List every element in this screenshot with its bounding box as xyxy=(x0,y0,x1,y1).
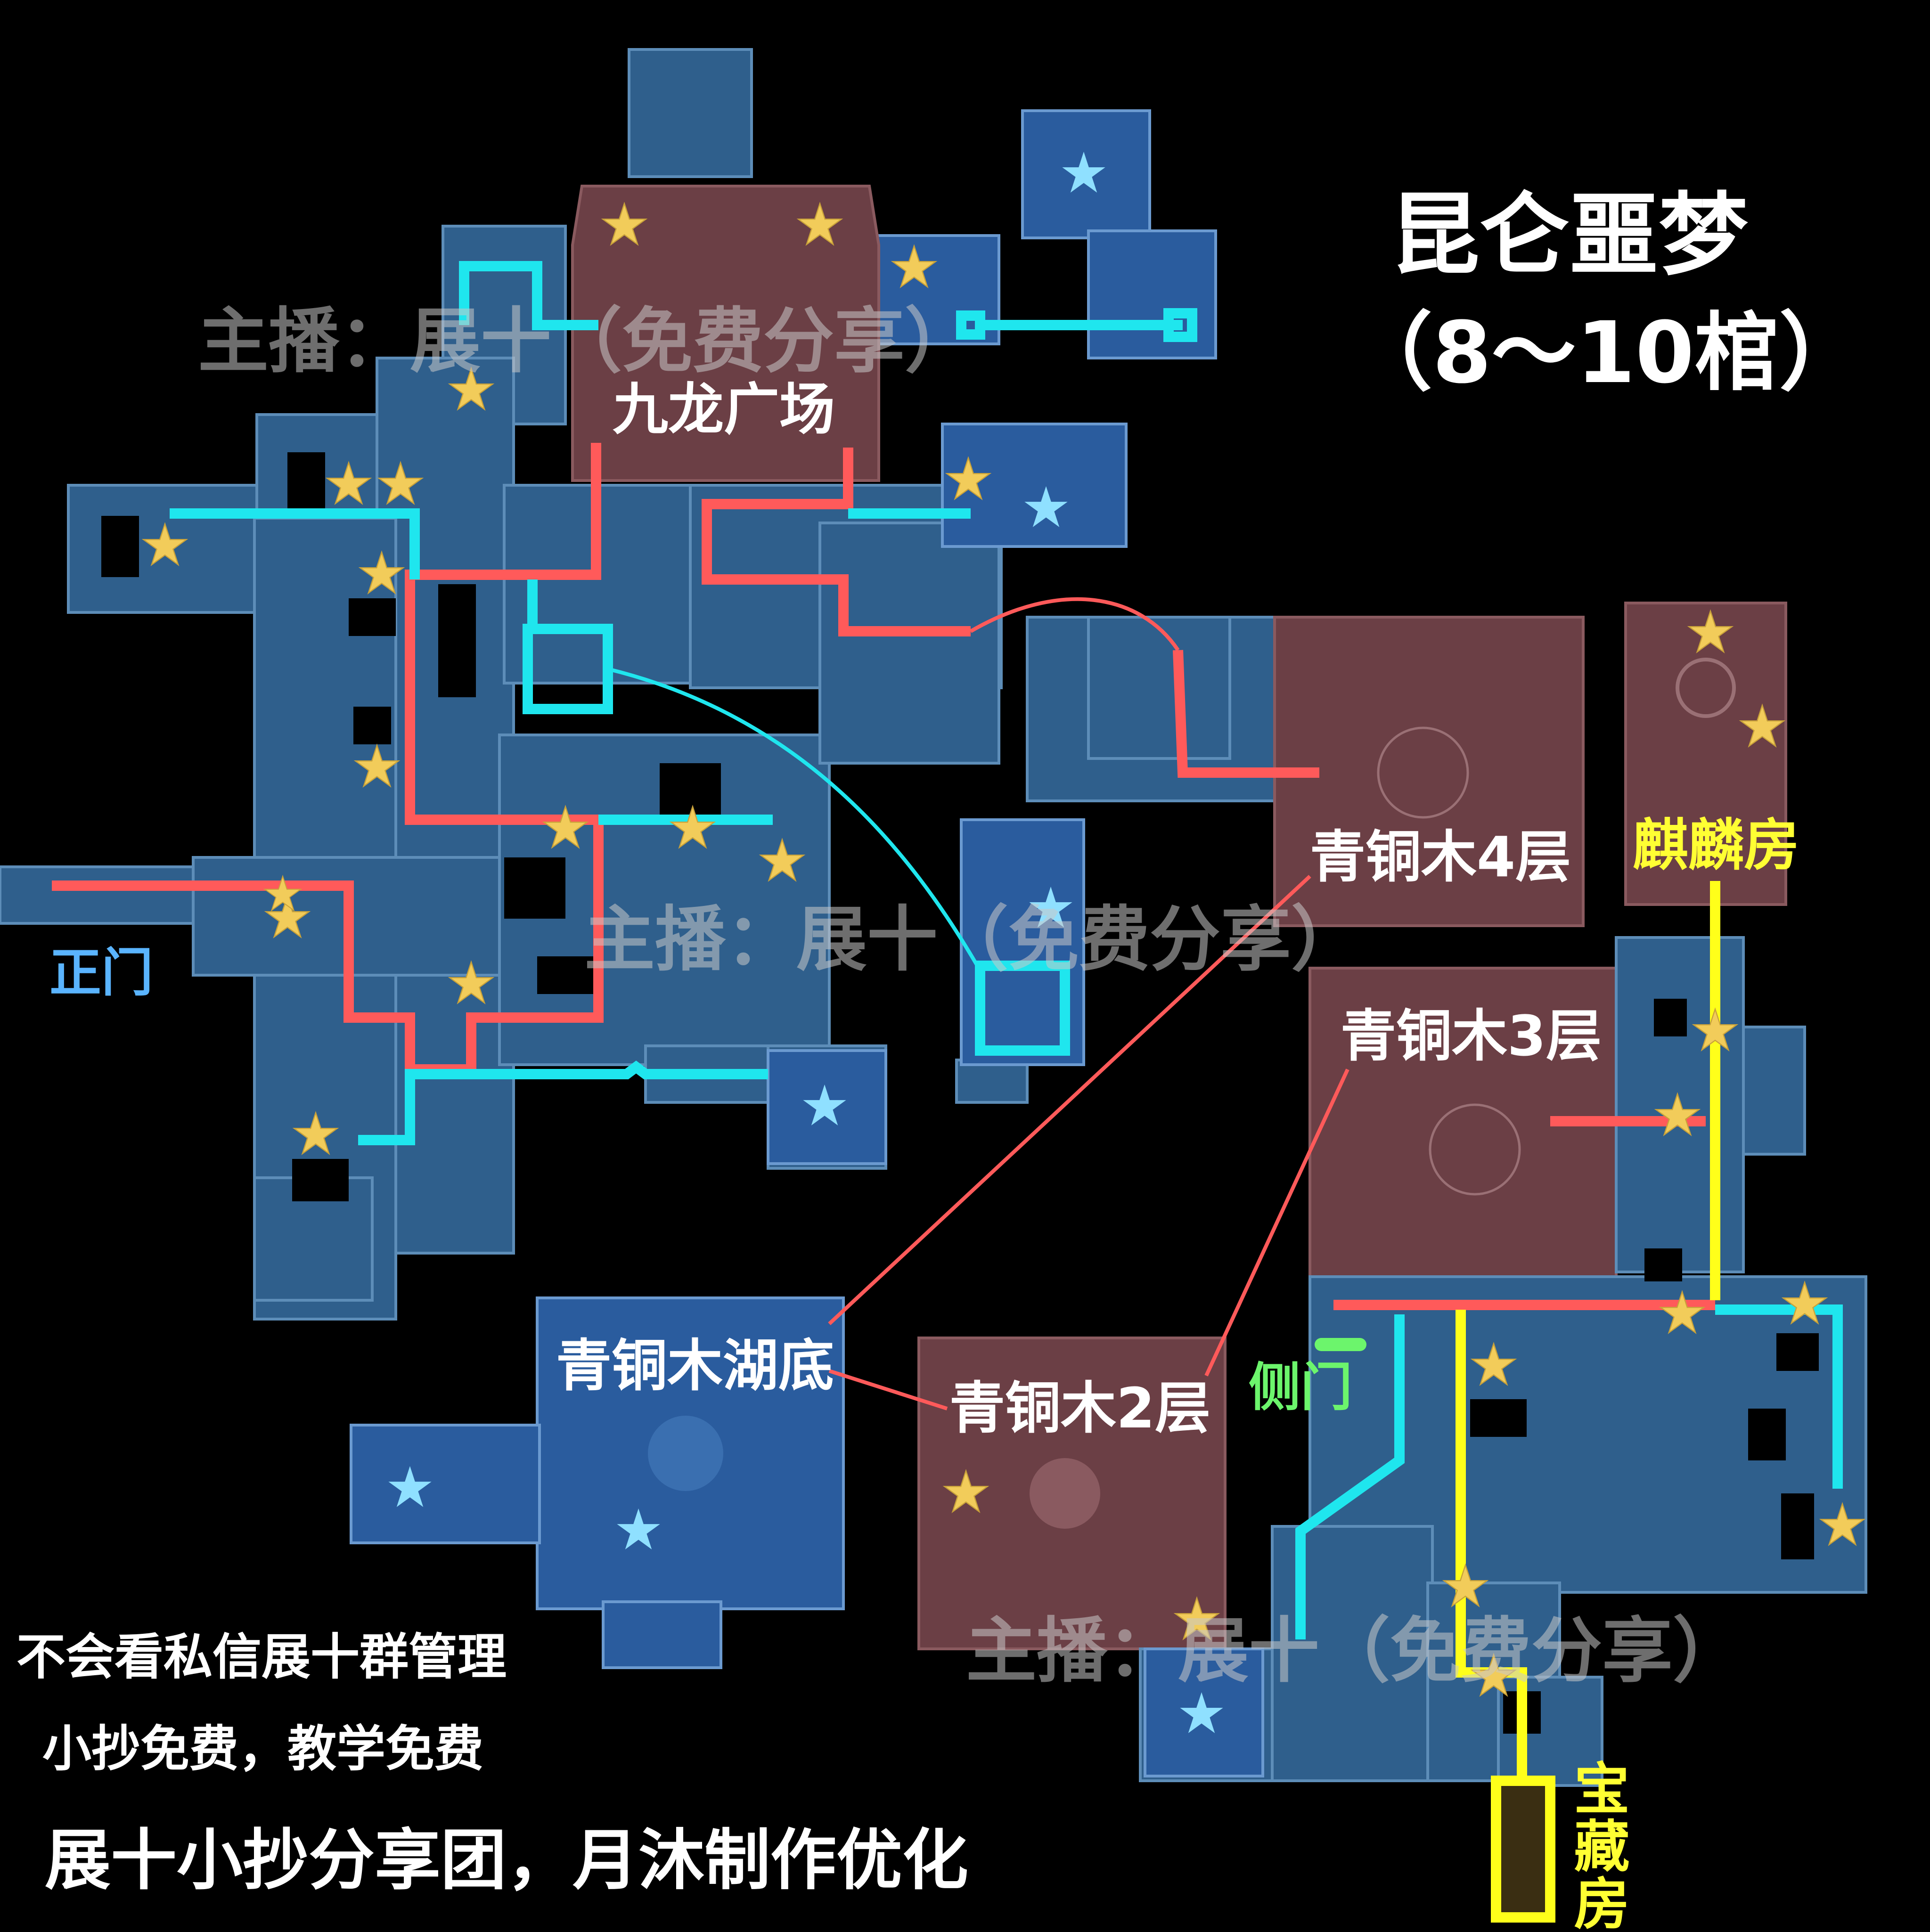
label-lakebed: 青铜木湖底 xyxy=(556,1333,834,1398)
room-bronze-4f xyxy=(1273,616,1585,927)
label-bronze-3f: 青铜木3层 xyxy=(1341,1003,1602,1068)
wall-holes xyxy=(101,452,876,1201)
label-bronze-4f: 青铜木4层 xyxy=(1310,824,1571,889)
room-treasure xyxy=(1496,1781,1550,1917)
label-bronze-2f: 青铜木2层 xyxy=(949,1376,1211,1441)
watermark-top: 主播：展十（免费分享） xyxy=(198,301,976,383)
label-jiulong-plaza: 九龙广场 xyxy=(613,377,835,442)
room-lakebed xyxy=(350,1296,845,1669)
label-treasure-room: 宝藏房 xyxy=(1564,1760,1629,1932)
watermark-middle: 主播：展十（免费分享） xyxy=(584,899,1362,981)
label-qilin-room: 麒麟房 xyxy=(1633,813,1800,878)
credit-line: 展十小抄分享团，月沐制作优化 xyxy=(45,1822,969,1899)
room-qilin xyxy=(1624,602,1787,906)
label-front-gate: 正门 xyxy=(49,943,153,1003)
room-jiulong-plaza xyxy=(571,185,880,482)
watermark-bottom: 主播：展十（免费分享） xyxy=(966,1610,1744,1692)
note-line-2: 小抄免费，教学免费 xyxy=(42,1720,484,1777)
route-cyan xyxy=(170,261,1843,1639)
map-title: 昆仑噩梦 xyxy=(1390,183,1749,287)
map-subtitle: （8～10棺） xyxy=(1348,304,1864,402)
route-cyan-link xyxy=(607,667,982,971)
wall-holes-east xyxy=(1470,999,1819,1734)
side-gate-marker xyxy=(1315,1338,1366,1351)
label-side-gate: 侧门 xyxy=(1249,1357,1352,1418)
note-line-1: 不会看私信展十群管理 xyxy=(16,1628,507,1686)
route-red-links xyxy=(828,597,1349,1410)
